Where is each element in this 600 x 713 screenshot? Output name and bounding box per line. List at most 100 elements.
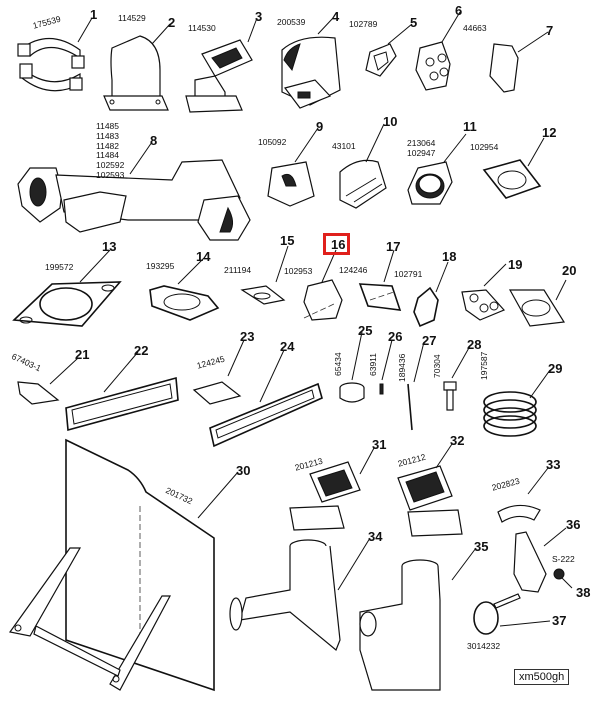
part-26-stud[interactable] <box>379 383 384 395</box>
part-number-11a: 213064 <box>407 138 436 148</box>
part-number-37: 3014232 <box>467 641 501 651</box>
part-10-outlet-elbow[interactable] <box>339 159 387 209</box>
part-5-gasket[interactable] <box>365 43 397 77</box>
part-4-elbow-housing[interactable] <box>281 36 341 109</box>
callout-31[interactable]: 31 <box>372 437 387 452</box>
part-1-clamp[interactable] <box>17 37 85 92</box>
callout-1[interactable]: 1 <box>90 7 98 22</box>
part-32-angled-outlet[interactable] <box>397 465 463 537</box>
part-13-gasket[interactable] <box>12 281 122 327</box>
callout-12[interactable]: 12 <box>542 125 557 140</box>
part-16-gasket[interactable] <box>303 279 343 321</box>
part-36-bracket[interactable] <box>513 531 547 593</box>
part-number-27: 189436 <box>397 353 407 382</box>
part-7-cover-plate[interactable] <box>489 43 519 93</box>
callout-17[interactable]: 17 <box>386 239 401 254</box>
part-35-exhaust-riser[interactable] <box>359 559 441 691</box>
part-20-gasket[interactable] <box>508 289 566 327</box>
part-12-gasket[interactable] <box>482 159 542 199</box>
callout-8[interactable]: 8 <box>150 133 158 148</box>
part-6-plate[interactable] <box>415 41 451 91</box>
part-30-heat-shield[interactable] <box>8 438 215 692</box>
callout-5[interactable]: 5 <box>410 15 418 30</box>
callout-27[interactable]: 27 <box>422 333 437 348</box>
part-34-exhaust-pipe-elbow[interactable] <box>229 539 341 651</box>
callout-24[interactable]: 24 <box>280 339 295 354</box>
part-24-gasket[interactable] <box>209 382 323 448</box>
callout-4[interactable]: 4 <box>332 9 340 24</box>
callout-26[interactable]: 26 <box>388 329 403 344</box>
part-8-exhaust-manifold[interactable] <box>17 159 251 241</box>
callout-13[interactable]: 13 <box>102 239 117 254</box>
callout-21[interactable]: 21 <box>75 347 90 362</box>
part-number-8b: 11483 <box>96 130 120 141</box>
callout-18[interactable]: 18 <box>442 249 457 264</box>
callout-6[interactable]: 6 <box>455 3 463 18</box>
callout-28[interactable]: 28 <box>467 337 482 352</box>
part-37-lifting-eye[interactable] <box>473 593 521 635</box>
part-18-gasket[interactable] <box>413 286 439 328</box>
callout-29[interactable]: 29 <box>548 361 563 376</box>
part-number-28: 70304 <box>432 354 442 378</box>
part-number-15: 211194 <box>224 265 252 275</box>
part-number-9: 105092 <box>258 137 287 147</box>
part-number-18: 102791 <box>394 269 423 279</box>
callout-15[interactable]: 15 <box>280 233 295 248</box>
part-number-10: 43101 <box>332 141 356 151</box>
part-number-6: 44663 <box>463 23 487 33</box>
part-23-cover[interactable] <box>192 381 242 405</box>
part-number-14: 193295 <box>146 261 175 271</box>
part-number-38: S-222 <box>552 554 575 564</box>
callout-32[interactable]: 32 <box>450 433 465 448</box>
callout-9[interactable]: 9 <box>316 119 324 134</box>
part-number-12: 102954 <box>470 142 499 152</box>
part-2-elbow[interactable] <box>103 35 169 111</box>
part-number-8f: 102593 <box>96 169 125 180</box>
callout-30[interactable]: 30 <box>236 463 251 478</box>
part-17-gasket[interactable] <box>358 283 402 311</box>
callout-38[interactable]: 38 <box>576 585 591 600</box>
part-33-elbow[interactable] <box>497 504 541 523</box>
callout-23[interactable]: 23 <box>240 329 255 344</box>
part-number-8d: 11484 <box>96 150 120 161</box>
callout-35[interactable]: 35 <box>474 539 489 554</box>
callout-16[interactable]: 16 <box>331 237 346 252</box>
callout-36[interactable]: 36 <box>566 517 581 532</box>
callout-25[interactable]: 25 <box>358 323 373 338</box>
callout-7[interactable]: 7 <box>546 23 554 38</box>
part-29-flex-bellows[interactable] <box>483 391 537 437</box>
part-11-adapter-flange[interactable] <box>407 161 453 205</box>
callout-11[interactable]: 11 <box>463 119 477 134</box>
part-number-8e: 102592 <box>96 160 125 171</box>
part-15-gasket[interactable] <box>240 285 286 305</box>
part-number-8a: 11485 <box>96 121 120 131</box>
callout-14[interactable]: 14 <box>196 249 211 264</box>
part-3-angled-elbow[interactable] <box>185 39 253 113</box>
callout-20[interactable]: 20 <box>562 263 577 278</box>
part-number-13: 199572 <box>45 262 74 272</box>
callout-3[interactable]: 3 <box>255 9 263 24</box>
part-number-11b: 102947 <box>407 147 436 158</box>
part-31-angled-outlet[interactable] <box>289 461 361 531</box>
part-38-nut[interactable] <box>553 568 565 580</box>
part-14-gasket[interactable] <box>149 285 220 321</box>
part-22-gasket[interactable] <box>65 376 179 432</box>
part-28-bolt[interactable] <box>443 381 457 411</box>
part-number-26: 63911 <box>368 352 378 376</box>
callout-19[interactable]: 19 <box>508 257 523 272</box>
part-9-outlet[interactable] <box>267 161 315 207</box>
part-number-8c: 11482 <box>96 140 120 151</box>
part-number-5: 102789 <box>349 19 378 29</box>
part-21-gasket[interactable] <box>17 381 60 405</box>
callout-37[interactable]: 37 <box>552 613 567 628</box>
callout-2[interactable]: 2 <box>168 15 176 30</box>
callout-34[interactable]: 34 <box>368 529 383 544</box>
part-27-long-stud[interactable] <box>407 383 413 431</box>
leader-lines <box>49 11 573 627</box>
callout-10[interactable]: 10 <box>383 114 398 129</box>
diagram-id-tag: xm500gh <box>514 669 570 685</box>
callout-22[interactable]: 22 <box>134 343 149 358</box>
callout-33[interactable]: 33 <box>546 457 561 472</box>
part-25-spacer[interactable] <box>339 382 365 403</box>
part-19-gasket[interactable] <box>461 289 506 321</box>
